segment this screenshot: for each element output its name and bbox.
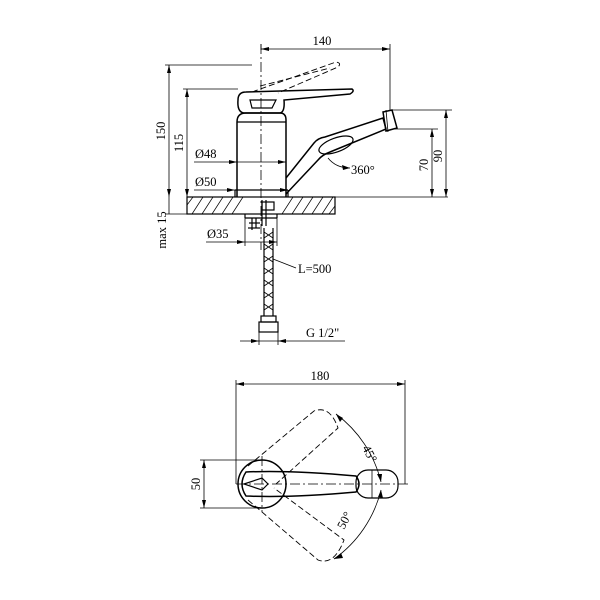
top-handle: [241, 469, 399, 499]
swing-position-right: [247, 487, 345, 562]
angle-45-label: 45°: [359, 443, 380, 465]
hose-leader: [272, 258, 297, 269]
dim-70: 70: [334, 128, 448, 198]
dim-115-label: 115: [172, 134, 186, 152]
dim-dia48: Ø48: [194, 147, 286, 164]
dim-140-label: 140: [313, 34, 332, 48]
dim-dia35-label: Ø35: [207, 227, 229, 241]
dim-140: 140: [260, 34, 391, 110]
top-view: 180 50 45° 50°: [189, 369, 410, 562]
dim-dia50-label: Ø50: [195, 175, 217, 189]
dim-max15-label: max 15: [155, 211, 169, 248]
lever-handle-raised: [251, 61, 341, 94]
dim-90-label: 90: [431, 150, 445, 163]
dim-dia35: Ø35: [206, 218, 278, 246]
dim-thread: G 1/2": [240, 326, 345, 345]
angle-45: 45°: [335, 413, 382, 483]
dim-115: 115: [172, 88, 238, 197]
rotation-indicator: 360°: [327, 157, 375, 177]
dim-thread-label: G 1/2": [306, 326, 339, 340]
dim-90: 90: [392, 109, 452, 197]
dim-150: 150: [154, 64, 252, 197]
side-view: L=500 140 150 115: [154, 34, 452, 345]
flexible-hose: [258, 228, 279, 333]
dim-150-label: 150: [154, 122, 168, 141]
mounting-fittings: [244, 200, 278, 230]
angle-50-label: 50°: [334, 509, 355, 531]
dim-70-label: 70: [417, 159, 431, 172]
rotation-label: 360°: [351, 163, 375, 177]
hose-length-label: L=500: [298, 262, 331, 276]
dim-180: 180: [235, 369, 406, 484]
lever-handle: [237, 88, 354, 114]
dim-dia48-label: Ø48: [195, 147, 217, 161]
dim-max15: max 15: [155, 197, 187, 249]
swing-position-left: [247, 409, 339, 485]
angle-50: 50°: [333, 489, 383, 560]
dim-50-label: 50: [189, 478, 203, 491]
countertop-hatching: [186, 196, 336, 215]
faucet-body: [234, 112, 289, 197]
dim-180-label: 180: [311, 369, 330, 383]
dim-50: 50: [189, 459, 262, 509]
spout: [285, 109, 398, 195]
dim-dia50: Ø50: [194, 175, 288, 192]
